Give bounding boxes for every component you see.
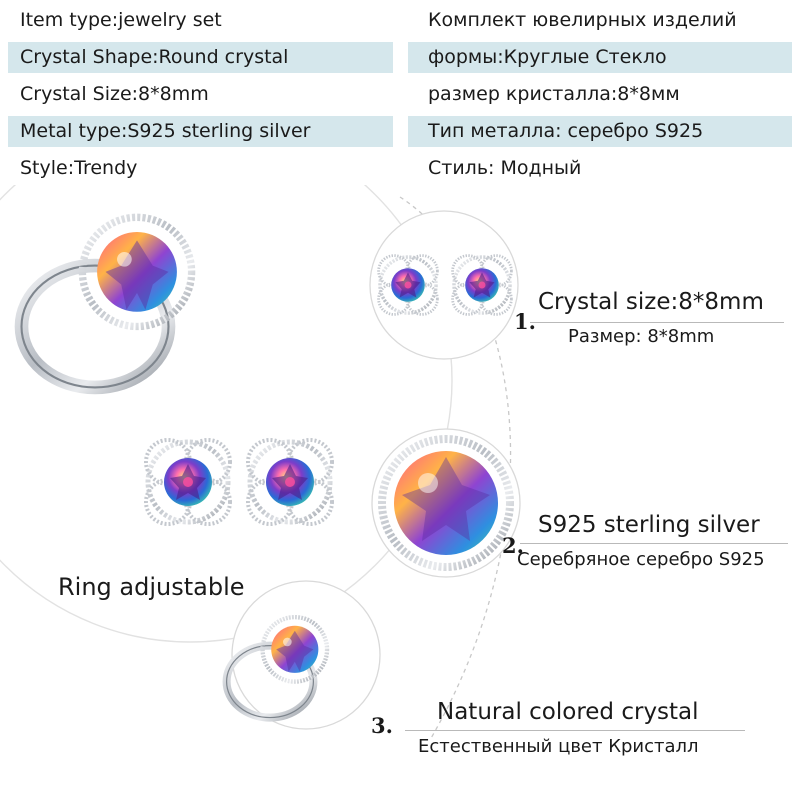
feature-divider [530, 322, 784, 323]
feature-subtitle: Размер: 8*8mm [568, 326, 715, 347]
earring-right [248, 440, 332, 524]
feature-subtitle: Естественный цвет Кристалл [418, 736, 699, 757]
earring-left [146, 440, 230, 524]
spec-en: Metal type:S925 sterling silver [8, 116, 393, 147]
ring-large [22, 217, 192, 387]
spec-en: Crystal Shape:Round crystal [8, 42, 393, 73]
spec-ru: Тип металла: серебро S925 [408, 116, 792, 147]
spec-en: Crystal Size:8*8mm [20, 83, 209, 105]
feature-divider [520, 543, 788, 544]
detail-circle-1 [369, 210, 519, 360]
product-art: Ring adjustable 1. Crystal size:8*8mm Ра… [0, 185, 800, 800]
spec-en: Item type:jewelry set [20, 9, 222, 31]
detail-halo [378, 435, 514, 571]
feature-number: 1. [514, 309, 536, 334]
spec-row-crystal-size: Crystal Size:8*8mm размер кристалла:8*8м… [0, 76, 800, 113]
feature-title: Natural colored crystal [437, 699, 699, 725]
feature-divider [405, 730, 745, 731]
feature-number: 3. [371, 713, 393, 738]
spec-ru: размер кристалла:8*8мм [428, 83, 680, 105]
spec-ru: формы:Круглые Стекло [408, 42, 792, 73]
feature-number: 2. [502, 533, 524, 558]
jewelry-illustration [0, 185, 521, 741]
feature-subtitle: Серебряное серебро S925 [517, 549, 765, 570]
dashed-arc [399, 196, 512, 741]
ring-adjustable-caption: Ring adjustable [58, 573, 245, 601]
spec-row-metal-type: Metal type:S925 sterling silver Тип мета… [0, 113, 800, 150]
spec-en: Style:Trendy [20, 157, 138, 179]
spec-row-crystal-shape: Crystal Shape:Round crystal формы:Круглы… [0, 39, 800, 76]
spec-ru: Комплект ювелирных изделий [428, 9, 737, 31]
feature-title: Crystal size:8*8mm [538, 289, 764, 315]
spec-table: Item type:jewelry set Комплект ювелирных… [0, 0, 800, 185]
feature-title: S925 sterling silver [538, 512, 760, 538]
spec-row-item-type: Item type:jewelry set Комплект ювелирных… [0, 2, 800, 39]
frame-circle [0, 185, 453, 643]
spec-ru: Стиль: Модный [428, 157, 582, 179]
spec-row-style: Style:Trendy Стиль: Модный [0, 150, 800, 187]
